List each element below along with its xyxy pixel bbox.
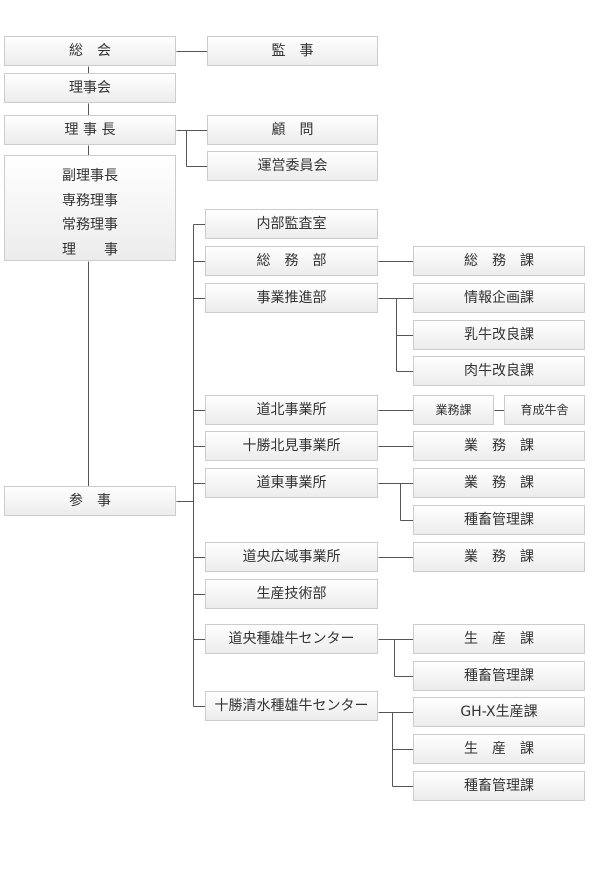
box-general-affairs-section: 総 務 課 bbox=[413, 246, 585, 276]
box-doto-office: 道東事業所 bbox=[205, 468, 378, 498]
box-board: 理事会 bbox=[4, 73, 176, 103]
officer-senior-director: 専務理事 bbox=[62, 192, 118, 209]
box-auditor: 監 事 bbox=[207, 36, 378, 66]
box-general-meeting: 総 会 bbox=[4, 36, 176, 66]
box-tokachi-kitami-office: 十勝北見事業所 bbox=[205, 431, 378, 461]
box-dohoku-business-section: 業務課 bbox=[413, 395, 494, 425]
box-advisor: 顧 問 bbox=[207, 115, 378, 145]
box-councilor: 参 事 bbox=[4, 486, 176, 516]
box-steering-committee: 運営委員会 bbox=[207, 151, 378, 181]
box-doo-breeding-management: 種畜管理課 bbox=[413, 661, 585, 691]
box-internal-audit: 内部監査室 bbox=[205, 209, 378, 239]
officer-managing-director: 常務理事 bbox=[62, 217, 118, 233]
box-officers: 副理事長 専務理事 常務理事 理 事 bbox=[4, 155, 176, 261]
box-doo-business-section: 業 務 課 bbox=[413, 542, 585, 572]
box-production-technology-dept: 生産技術部 bbox=[205, 579, 378, 609]
box-doto-business-section: 業 務 課 bbox=[413, 468, 585, 498]
box-shimizu-breeding-management: 種畜管理課 bbox=[413, 771, 585, 801]
officer-vice-chairman: 副理事長 bbox=[62, 168, 118, 184]
box-doo-bull-center: 道央種雄牛センター bbox=[205, 624, 378, 654]
box-business-promotion-dept: 事業推進部 bbox=[205, 283, 378, 313]
box-tokachi-business-section: 業 務 課 bbox=[413, 431, 585, 461]
box-doto-breeding-management: 種畜管理課 bbox=[413, 505, 585, 535]
box-dairy-improvement: 乳牛改良課 bbox=[413, 320, 585, 350]
box-dohoku-office: 道北事業所 bbox=[205, 395, 378, 425]
box-chairman: 理 事 長 bbox=[4, 115, 176, 145]
box-general-affairs-dept: 総 務 部 bbox=[205, 246, 378, 276]
box-information-planning: 情報企画課 bbox=[413, 283, 585, 313]
box-shimizu-production-section: 生 産 課 bbox=[413, 734, 585, 764]
box-tokachi-shimizu-bull-center: 十勝清水種雄牛センター bbox=[205, 691, 378, 721]
officer-director: 理 事 bbox=[62, 241, 118, 258]
box-beef-improvement: 肉牛改良課 bbox=[413, 356, 585, 386]
box-ghx-production-section: GH-X生産課 bbox=[413, 697, 585, 727]
box-doo-production-section: 生 産 課 bbox=[413, 624, 585, 654]
box-rearing-barn: 育成牛舎 bbox=[504, 395, 585, 425]
box-doo-regional-office: 道央広域事業所 bbox=[205, 542, 378, 572]
